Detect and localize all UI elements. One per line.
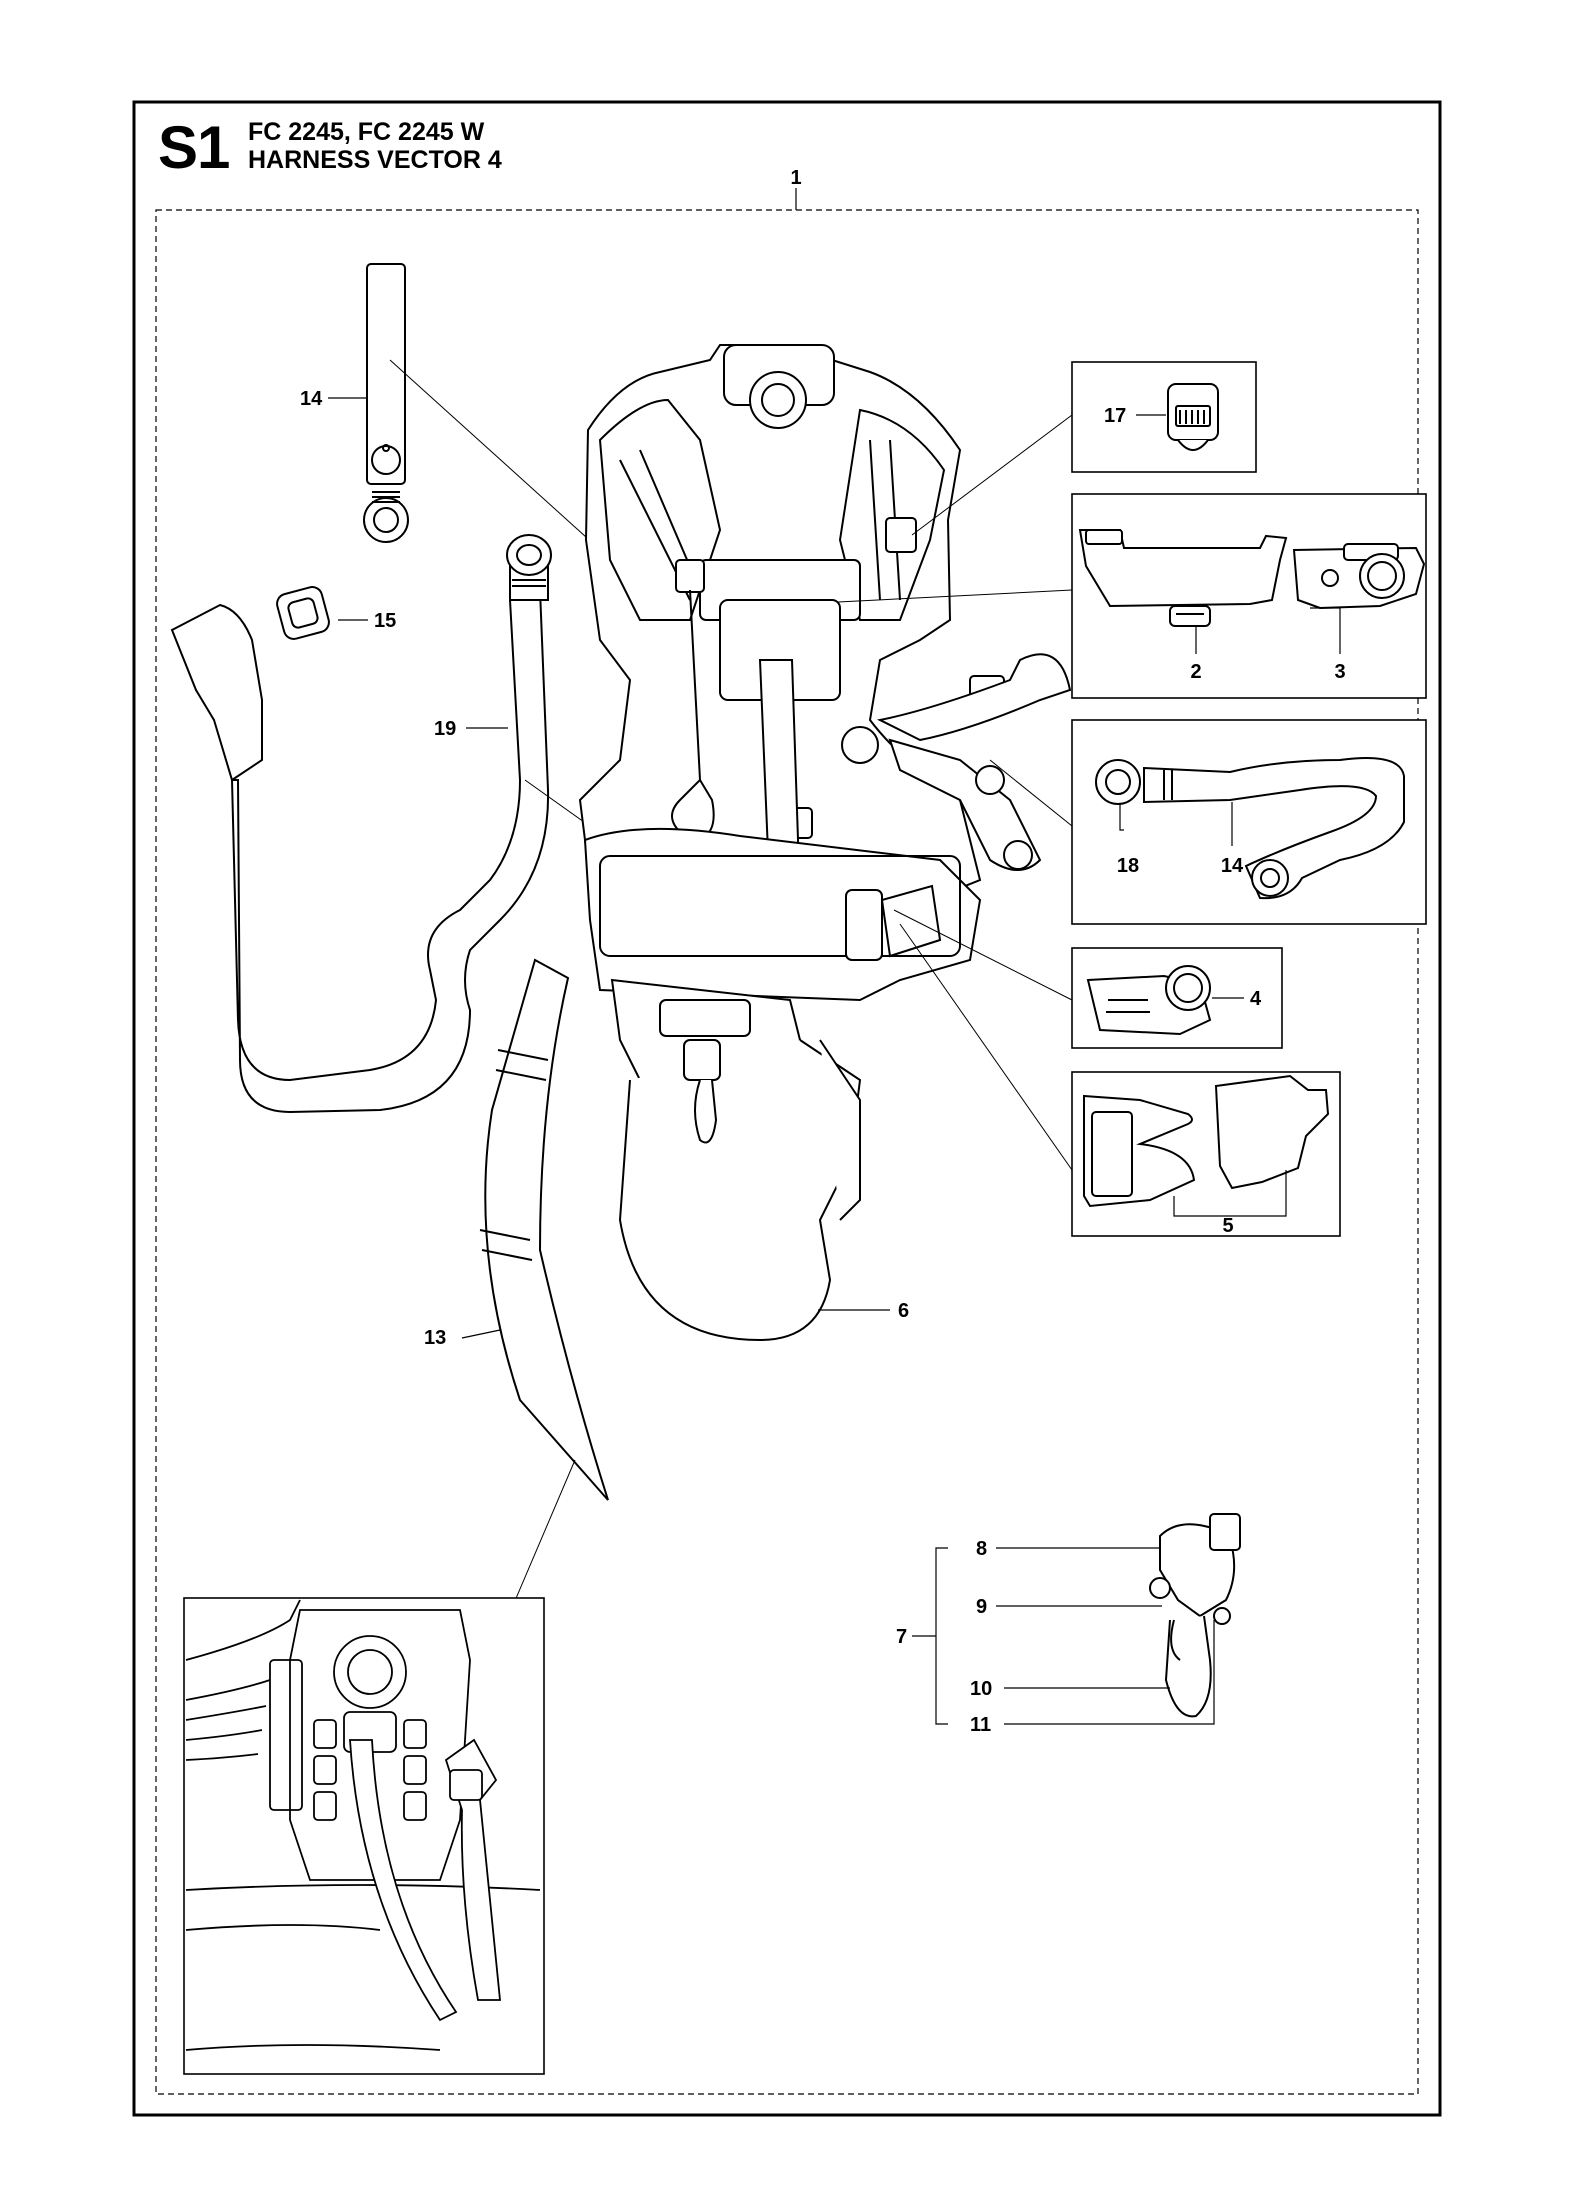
callout-13: 13 <box>424 1327 446 1349</box>
callout-3: 3 <box>1334 661 1345 683</box>
part-17-buckle <box>1167 383 1219 451</box>
diagram-title: HARNESS VECTOR 4 <box>248 146 502 174</box>
callout-8: 8 <box>976 1538 987 1560</box>
part-14-strap-left <box>363 263 409 543</box>
part-18-ring <box>1095 759 1141 805</box>
box-part-17 <box>1071 361 1257 473</box>
callout-1: 1 <box>790 167 801 189</box>
harness-assembly <box>578 344 1072 1342</box>
callout-7: 7 <box>896 1626 907 1648</box>
callout-4: 4 <box>1250 988 1262 1010</box>
leader-18-14-to-assembly <box>989 759 1073 827</box>
callout-18: 18 <box>1117 855 1139 877</box>
leader-18 <box>1119 804 1124 831</box>
callout-10: 10 <box>970 1678 992 1700</box>
leader-13 <box>461 1329 501 1339</box>
detail-view-back-plate <box>185 1599 541 2051</box>
callout-6: 6 <box>898 1300 909 1322</box>
part-19-hip-pad <box>170 534 552 1114</box>
callout-14-left: 14 <box>300 388 323 410</box>
leader-3 <box>1310 607 1341 654</box>
model-list: FC 2245, FC 2245 W <box>248 118 485 146</box>
callout-11: 11 <box>970 1714 991 1736</box>
part-14-strap-right <box>1143 757 1405 900</box>
leader-4-to-assembly <box>893 909 1073 1001</box>
section-code: S1 <box>158 114 230 181</box>
callout-17: 17 <box>1104 405 1126 427</box>
bracket-7 <box>935 1547 948 1725</box>
callout-2: 2 <box>1190 661 1201 683</box>
part-5-buckle <box>1083 1074 1330 1208</box>
leader-17-to-assembly <box>911 414 1073 536</box>
part-4-plate <box>1086 965 1212 1036</box>
page-frame <box>132 100 1442 2117</box>
leader-2-3-to-assembly <box>837 589 1073 603</box>
part-15-buckle <box>276 586 330 640</box>
part-7-hook-assembly <box>1149 1513 1241 1718</box>
leader-5-to-assembly <box>899 923 1073 1171</box>
assembly-boundary <box>155 209 1419 2095</box>
leader-11 <box>1004 1620 1215 1725</box>
callout-5: 5 <box>1222 1215 1233 1237</box>
callout-19: 19 <box>434 718 456 740</box>
callout-14-right: 14 <box>1221 855 1244 877</box>
callout-9: 9 <box>976 1596 987 1618</box>
part-13-curved-strap <box>479 958 609 1501</box>
leader-5 <box>1173 1170 1287 1217</box>
part-3-clip <box>1292 543 1426 610</box>
part-2-chest-plate <box>1078 529 1288 627</box>
callout-15: 15 <box>374 610 396 632</box>
